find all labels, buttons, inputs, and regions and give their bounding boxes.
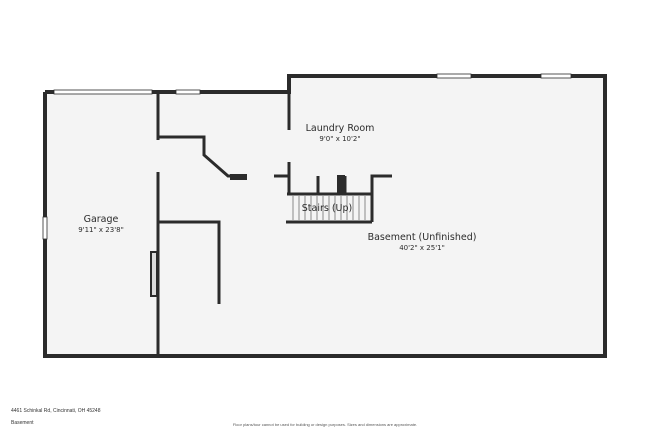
windows [42,73,572,240]
stairs-label: Stairs (Up) [302,203,353,214]
address-text: 4461 Schinkal Rd, Cincinnati, OH 45248 [11,408,101,414]
level-label: Basement [11,420,34,426]
garage-label: Garage [84,214,119,225]
basement-label: Basement (Unfinished) [368,232,477,243]
garage-dimensions: 9'11" x 23'8" [78,226,124,234]
basement-floor [289,76,605,356]
laundry-floor [158,92,290,356]
garage-floor [45,92,158,356]
chimney-post [337,175,345,194]
laundry-dimensions: 9'0" x 10'2" [319,135,360,143]
basement-dimensions: 40'2" x 25'1" [399,244,445,252]
wall-post [230,174,247,180]
stair-treads [292,196,366,220]
laundry-label: Laundry Room [306,123,375,134]
disclaimer-text: Floor plans/tour cannot be used for buil… [232,422,418,427]
wall-niche-inner [152,253,156,295]
